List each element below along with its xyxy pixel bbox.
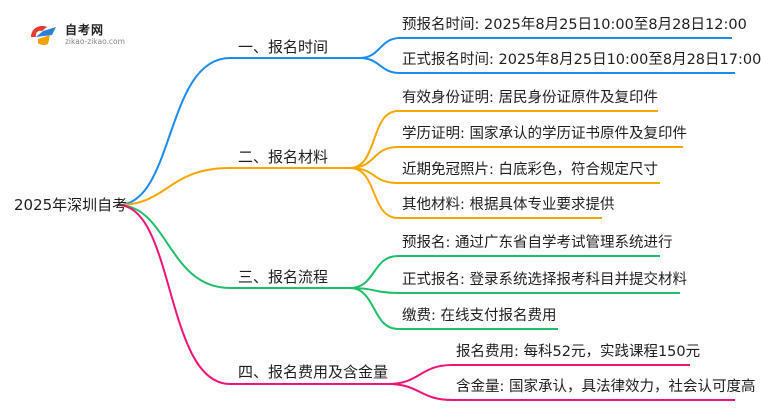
leaf-payment: 缴费: 在线支付报名费用 xyxy=(402,308,557,324)
leaf-education-proof: 学历证明: 国家承认的学历证书原件及复印件 xyxy=(402,126,687,142)
branch-label-registration-materials: 二、报名材料 xyxy=(238,148,329,166)
leaf-pre-registration: 预报名: 通过广东省自学考试管理系统进行 xyxy=(402,235,673,251)
logo-name: 自考网 xyxy=(65,23,105,37)
leaf-other-materials: 其他材料: 根据具体专业要求提供 xyxy=(402,197,615,213)
branch-label-registration-time: 一、报名时间 xyxy=(238,38,329,56)
leaf-value: 含金量: 国家承认，具法律效力，社会认可度高 xyxy=(456,379,756,395)
branch-3-connectors xyxy=(117,204,680,330)
leaf-pre-registration-time: 预报名时间: 2025年8月25日10:00至8月28日12:00 xyxy=(402,17,747,33)
leaf-id-proof: 有效身份证明: 居民身份证原件及复印件 xyxy=(402,90,658,106)
site-logo: 自考网 zikao-zikao.com xyxy=(28,18,140,52)
branch-label-registration-process: 三、报名流程 xyxy=(238,268,329,286)
branch-1-connectors xyxy=(117,37,735,206)
branch-2-connectors xyxy=(117,110,683,219)
logo-url: zikao-zikao.com xyxy=(65,37,125,46)
branch-label-fees-and-value: 四、报名费用及含金量 xyxy=(238,363,389,381)
leaf-formal-registration: 正式报名: 登录系统选择报考科目并提交材料 xyxy=(402,272,687,288)
leaf-photo: 近期免冠照片: 白底彩色，符合规定尺寸 xyxy=(402,162,658,178)
leaf-registration-fee: 报名费用: 每科52元，实践课程150元 xyxy=(456,344,701,360)
graduation-cap-icon xyxy=(31,26,56,46)
branch-4-connectors xyxy=(117,204,735,401)
root-node: 2025年深圳自考 xyxy=(14,196,128,214)
leaf-formal-registration-time: 正式报名时间: 2025年8月25日10:00至8月28日17:00 xyxy=(402,52,761,68)
